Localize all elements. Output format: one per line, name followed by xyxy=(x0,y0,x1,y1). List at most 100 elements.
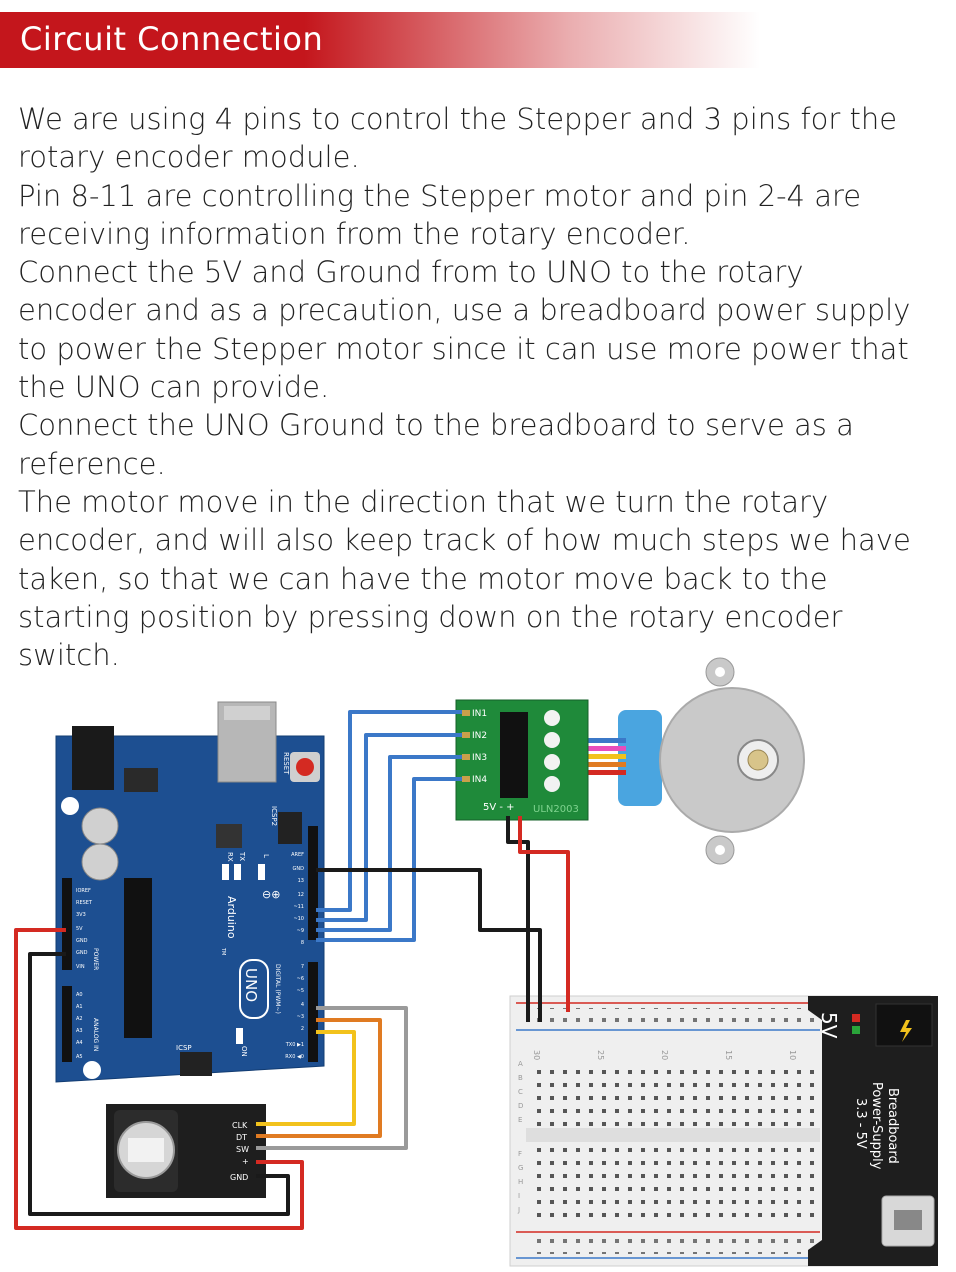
arduino-pin-label: A4 xyxy=(76,1040,83,1046)
wire-red-driver xyxy=(518,816,570,1012)
tm-label: TM xyxy=(220,947,226,955)
on-led-label: ON xyxy=(240,1046,248,1057)
arduino-pin-label: 5V xyxy=(76,926,83,932)
wire-gray-sw xyxy=(256,1006,408,1150)
encoder-pin-label: GND xyxy=(230,1173,248,1182)
arduino-pin-label: ~9 xyxy=(297,928,304,934)
header-banner: Circuit Connection xyxy=(0,12,760,68)
tx-label: TX xyxy=(238,851,246,861)
bb-row-label: H xyxy=(518,1178,523,1186)
rx-label: RX xyxy=(226,852,234,862)
arduino-pin-label: AREF xyxy=(291,852,304,858)
paragraph: Connect the UNO Ground to the breadboard… xyxy=(18,408,854,481)
wire-black-gnd xyxy=(28,952,290,1216)
power-supply-name: Breadboard xyxy=(885,1088,900,1164)
arduino-pin-label: A5 xyxy=(76,1054,83,1060)
driver-power-label: 5V - + xyxy=(483,802,515,813)
driver-pin-label: IN1 xyxy=(472,709,487,719)
bb-col-label: 10 xyxy=(788,1050,797,1060)
wire-orange-dt xyxy=(256,1018,382,1138)
wire-blue-in2 xyxy=(316,733,462,922)
stepper-motor xyxy=(568,657,805,865)
power-header-label: POWER xyxy=(92,948,99,970)
arduino-pin-label: GND xyxy=(76,950,88,956)
driver-pin-label: IN4 xyxy=(472,775,487,785)
paragraph: The motor move in the direction that we … xyxy=(18,484,911,673)
bb-col-label: 20 xyxy=(660,1050,669,1060)
arduino-pin-label: 7 xyxy=(301,964,304,970)
l-led-label: L xyxy=(262,854,270,858)
uln2003-driver: IN1 IN2 IN3 IN4 5V - + ULN2003 xyxy=(455,699,589,821)
encoder-pin-label: DT xyxy=(236,1133,247,1142)
paragraph: Pin 8-11 are controlling the Stepper mot… xyxy=(18,178,862,251)
icsp-label: ICSP xyxy=(176,1044,192,1052)
arduino-pin-label: 3V3 xyxy=(76,912,86,918)
arduino-uno: RESET ICSP2 ICSP TX RX L ON Arduino ⊖⊕ U… xyxy=(55,701,325,1083)
bb-row-label: B xyxy=(518,1074,523,1082)
arduino-pin-label: A2 xyxy=(76,1016,83,1022)
arduino-pin-label: IOREF xyxy=(76,888,91,894)
power-supply-name: Power-Supply xyxy=(869,1082,884,1170)
arduino-pin-label: TX0 ▶1 xyxy=(285,1042,304,1048)
encoder-pin-label: SW xyxy=(236,1145,249,1154)
arduino-pin-label: ~3 xyxy=(297,1014,304,1020)
power-supply-rating: 3.3 - 5V xyxy=(853,1098,868,1149)
instructions-text: We are using 4 pins to control the Stepp… xyxy=(18,100,928,674)
bb-row-label: C xyxy=(518,1088,523,1096)
arduino-pin-label: VIN xyxy=(76,964,85,970)
wire-blue-in4 xyxy=(316,777,462,942)
icsp2-label: ICSP2 xyxy=(270,806,278,826)
arduino-pin-label: RX0 ◀0 xyxy=(285,1054,304,1060)
circuit-diagram: 30 25 20 15 10 A B C D E F G H I J 5V Br… xyxy=(14,657,938,1267)
arduino-pin-label: 8 xyxy=(301,940,304,946)
arduino-pin-label: 4 xyxy=(301,1002,304,1008)
arduino-pin-label: ~11 xyxy=(293,904,304,910)
reset-button[interactable] xyxy=(296,758,314,776)
arduino-pin-label: ~6 xyxy=(297,976,304,982)
digital-label: DIGITAL (PWM~) xyxy=(274,964,281,1014)
arduino-pin-label: GND xyxy=(293,866,305,872)
analog-label: ANALOG IN xyxy=(92,1018,99,1051)
wire-red-5v xyxy=(14,928,304,1230)
arduino-pin-label: A3 xyxy=(76,1028,83,1034)
wire-black-uno-gnd xyxy=(316,868,542,1022)
wire-yellow-clk xyxy=(256,1030,356,1126)
arduino-pin-label: 12 xyxy=(298,892,304,898)
arduino-pin-label: GND xyxy=(76,938,88,944)
infinity-logo-icon: ⊖⊕ xyxy=(262,888,280,901)
arduino-pin-label: A1 xyxy=(76,1004,83,1010)
bb-col-label: 25 xyxy=(596,1050,605,1060)
page-title: Circuit Connection xyxy=(20,20,324,58)
breadboard-power-supply: 5V Breadboard Power-Supply 3.3 - 5V xyxy=(808,996,938,1266)
bb-row-label: I xyxy=(518,1192,520,1200)
arduino-pin-label: ~10 xyxy=(293,916,304,922)
arduino-brand: Arduino xyxy=(225,896,238,939)
wires xyxy=(14,710,570,1230)
bb-row-label: E xyxy=(518,1116,522,1124)
lightning-icon xyxy=(900,1020,912,1042)
encoder-pin-label: + xyxy=(242,1157,249,1166)
bb-row-label: G xyxy=(518,1164,523,1172)
driver-pin-label: IN2 xyxy=(472,731,487,741)
driver-pin-label: IN3 xyxy=(472,753,487,763)
arduino-pin-label: 13 xyxy=(298,878,304,884)
driver-chip-label: ULN2003 xyxy=(533,804,579,815)
bb-col-label: 15 xyxy=(724,1050,733,1060)
arduino-pin-label: RESET xyxy=(76,900,93,906)
bb-row-label: J xyxy=(517,1206,520,1214)
bb-col-label: 30 xyxy=(532,1050,541,1060)
bb-row-label: A xyxy=(518,1060,523,1068)
arduino-pin-label: A0 xyxy=(76,992,83,998)
arduino-pin-label: ~5 xyxy=(297,988,304,994)
rotary-encoder: CLK DT SW + GND xyxy=(106,1104,266,1198)
encoder-pin-label: CLK xyxy=(232,1121,248,1130)
arduino-model: UNO xyxy=(242,968,260,1002)
wire-blue-in3 xyxy=(316,755,462,932)
paragraph: Connect the 5V and Ground from to UNO to… xyxy=(18,255,911,405)
arduino-pin-label: 2 xyxy=(301,1026,304,1032)
wire-blue-in1 xyxy=(316,710,462,912)
reset-label: RESET xyxy=(282,752,290,775)
bb-row-label: D xyxy=(518,1102,523,1110)
power-supply-voltage: 5V xyxy=(817,1012,841,1039)
paragraph: We are using 4 pins to control the Stepp… xyxy=(18,102,898,175)
